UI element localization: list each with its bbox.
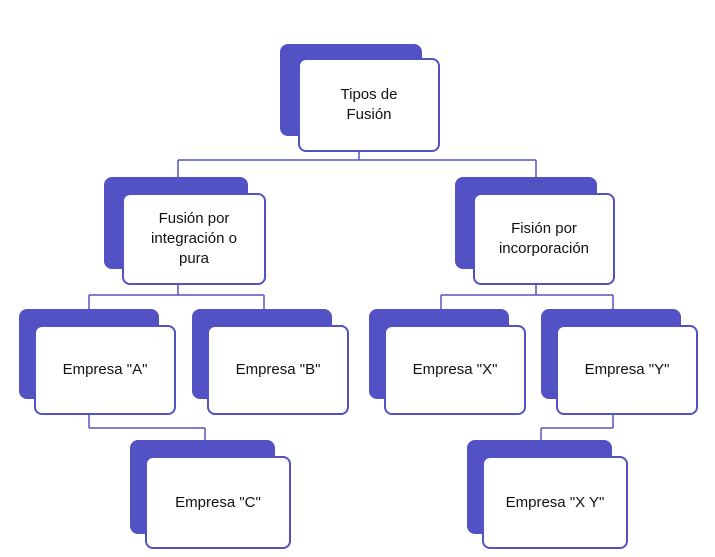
node-empresa-x: Empresa "X" [369,309,526,415]
node-fusion-integracion: Fusión por integración o pura [104,177,266,285]
node-root-label: Tipos de Fusión [298,58,440,152]
node-empresa-xy: Empresa "X Y" [467,440,629,550]
node-root: Tipos de Fusión [280,44,440,152]
node-fision-incorporacion: Fisión por incorporación [455,177,615,285]
node-empresa-c: Empresa "C" [130,440,292,550]
node-fusion-integracion-label: Fusión por integración o pura [122,193,266,285]
node-empresa-a: Empresa "A" [19,309,176,415]
node-empresa-xy-label: Empresa "X Y" [482,456,628,549]
node-empresa-c-label: Empresa "C" [145,456,291,549]
node-fision-incorporacion-label: Fisión por incorporación [473,193,615,285]
node-empresa-y-label: Empresa "Y" [556,325,698,415]
node-empresa-b-label: Empresa "B" [207,325,349,415]
node-empresa-y: Empresa "Y" [541,309,698,415]
node-empresa-x-label: Empresa "X" [384,325,526,415]
node-empresa-b: Empresa "B" [192,309,349,415]
node-empresa-a-label: Empresa "A" [34,325,176,415]
